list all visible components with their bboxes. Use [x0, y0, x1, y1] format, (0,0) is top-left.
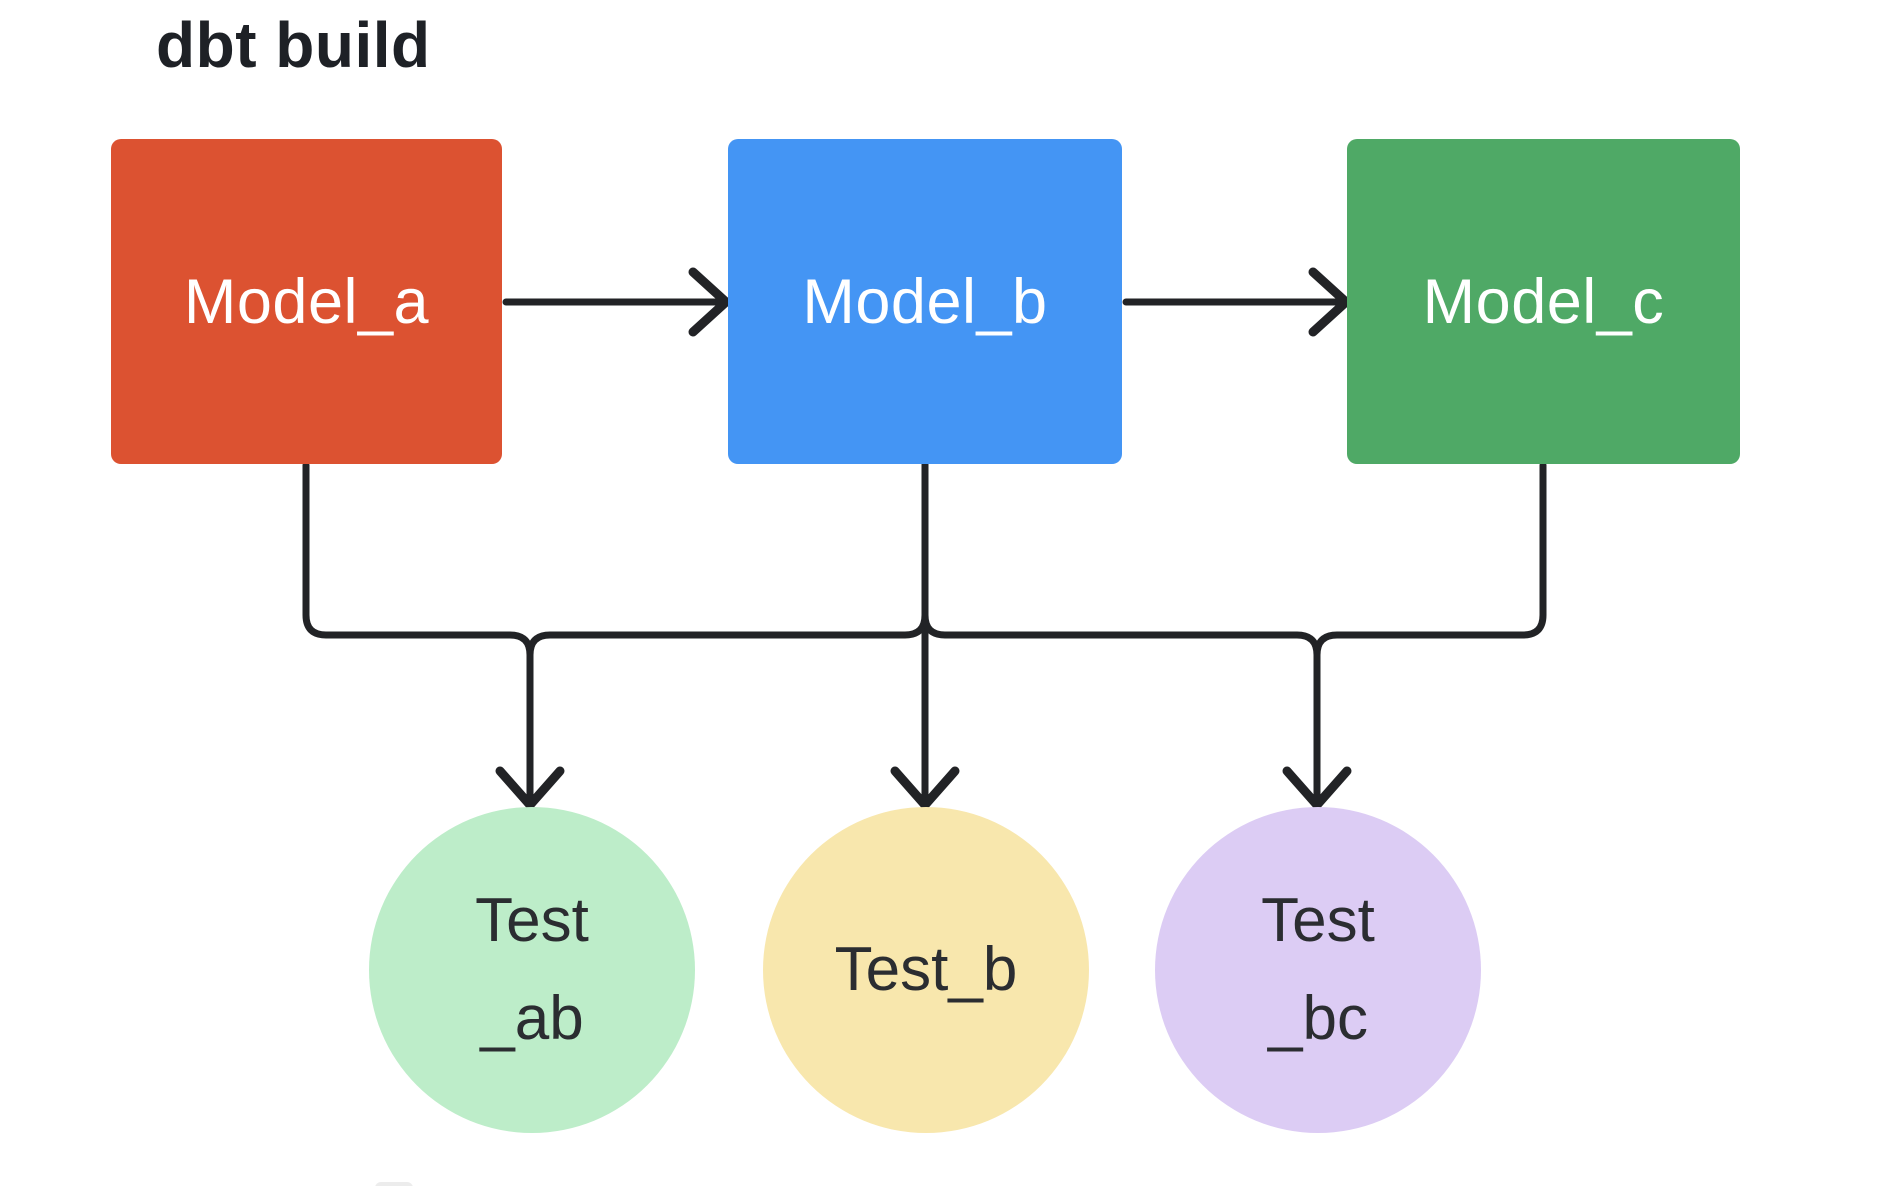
arrowhead-test-b: [890, 766, 960, 810]
bottom-edge-sliver: [375, 1182, 413, 1186]
node-test-ab: Test _ab: [369, 807, 695, 1133]
edge-model-b-to-test-bc: [921, 461, 1321, 802]
node-test-ab-label-line1: Test: [475, 886, 589, 955]
arrowhead-model-a-to-model-b: [688, 267, 731, 337]
arrowhead-model-b-to-model-c: [1308, 267, 1351, 337]
node-model-b-label: Model_b: [802, 266, 1048, 337]
node-model-c-label: Model_c: [1422, 266, 1665, 337]
arrowhead-test-ab: [495, 766, 565, 810]
edge-model-c-to-test-bc: [1313, 461, 1547, 802]
arrowhead-test-bc: [1282, 766, 1352, 810]
edge-model-a-to-test-ab: [302, 461, 534, 802]
node-model-a: Model_a: [111, 139, 502, 464]
node-test-bc: Test _bc: [1155, 807, 1481, 1133]
node-test-bc-label-line2: _bc: [1268, 984, 1368, 1053]
node-model-b: Model_b: [728, 139, 1122, 464]
node-test-b-label-line1: Test_b: [834, 935, 1018, 1004]
node-model-a-label: Model_a: [183, 266, 430, 337]
node-test-bc-label-line1: Test: [1261, 886, 1375, 955]
node-model-c: Model_c: [1347, 139, 1740, 464]
node-test-ab-label-line2: _ab: [480, 984, 584, 1053]
diagram-title: dbt build: [156, 9, 431, 81]
node-test-b: Test_b: [763, 807, 1089, 1133]
edge-model-b-to-test-ab: [526, 461, 929, 802]
